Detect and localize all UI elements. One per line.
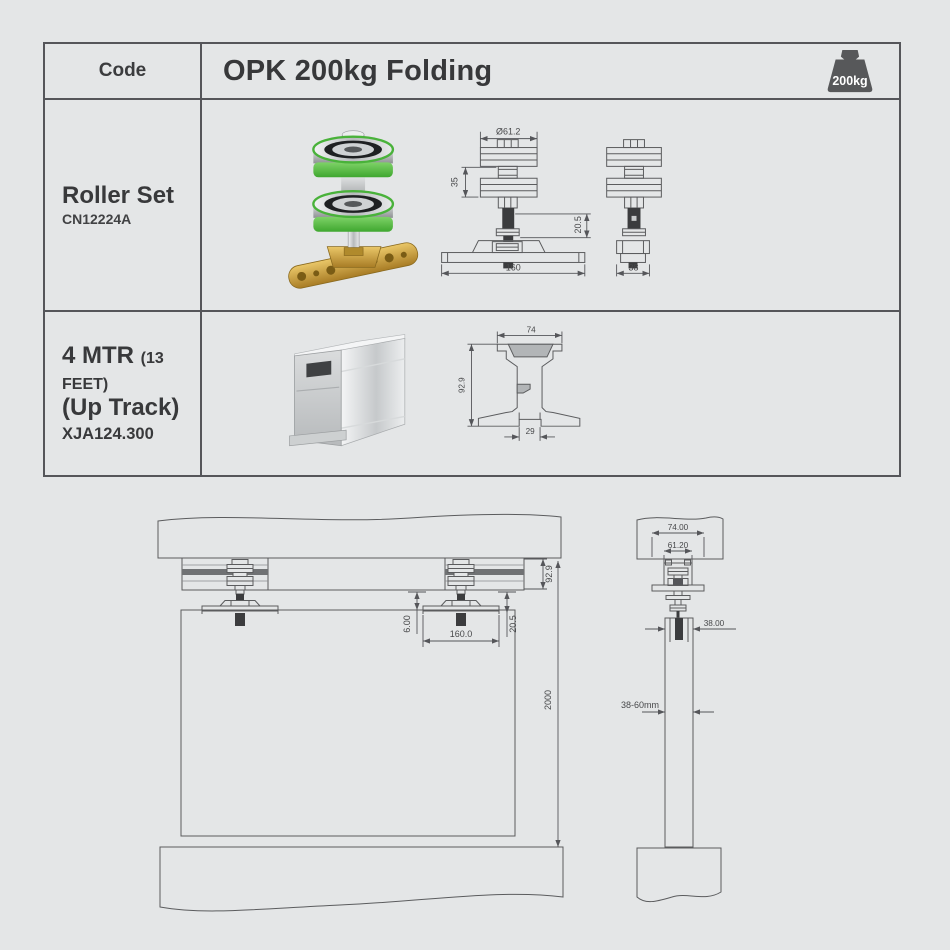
roller-set-part-no: CN12224A: [62, 211, 132, 228]
floor-front: [159, 846, 564, 912]
dim-shaft-drop: 20.5: [573, 216, 583, 233]
front-view-dimensions: 92.9 2000 6.00 160.0 20.5: [402, 558, 561, 847]
track-part-no: XJA124.300: [62, 424, 154, 443]
ceiling-side: [636, 516, 724, 560]
track-photo: [289, 334, 406, 447]
roller-set-figure: Ø61.2 35 20.5: [288, 127, 662, 289]
dim-track-height: 92.9: [457, 377, 466, 393]
door-panel-side: [664, 617, 694, 848]
dim-door-height: 2000: [543, 690, 553, 710]
roller-set-photo: [288, 130, 419, 289]
dim-drop: 20.5: [508, 615, 518, 633]
dim-door-range: 38-60mm: [621, 700, 659, 710]
dim-side-width: 38: [629, 262, 639, 272]
installation-diagram: 92.9 2000 6.00 160.0 20.5 74.00 61.20: [157, 513, 736, 912]
track-label-cell: 4 MTR (13 FEET) (Up Track) XJA124.300: [45, 312, 202, 475]
track-figure: 74 92.9 29: [289, 326, 581, 447]
dim-install-track-width: 74.00: [668, 523, 689, 532]
roller-drawing-front: Ø61.2 35 20.5: [441, 127, 591, 277]
roller-wheel-upper: [312, 130, 395, 178]
roller-assembly-right: [422, 559, 500, 626]
ceiling-front: [157, 513, 562, 559]
roller-wheel-lower: [312, 189, 395, 232]
dim-gap: 6.00: [402, 615, 412, 633]
roller-assembly-left: [201, 559, 279, 626]
installation-side-view: 74.00 61.20: [621, 516, 736, 903]
track-profile-drawing: 74 92.9 29: [457, 326, 581, 441]
side-view-door-dimensions: 38.00 38-60mm: [621, 619, 736, 715]
spec-table: Code OPK 200kg Folding 200kg Roller Set …: [43, 42, 901, 477]
roller-set-name: Roller Set: [62, 181, 175, 209]
dim-wheel-height: 35: [450, 177, 460, 187]
page-title: OPK 200kg Folding: [223, 54, 493, 87]
track-front: [181, 557, 525, 591]
roller-set-content-cell: Ø61.2 35 20.5: [202, 100, 899, 312]
weight-badge-label: 200kg: [832, 74, 867, 88]
roller-set-label-cell: Roller Set CN12224A: [45, 100, 202, 312]
dim-install-plate-length: 160.0: [450, 629, 473, 639]
roller-drawing-side: 38: [606, 139, 662, 277]
floor-side: [636, 847, 722, 903]
track-content-cell: 74 92.9 29: [202, 312, 899, 475]
code-label: Code: [98, 60, 147, 81]
installation-front-view: 92.9 2000 6.00 160.0 20.5: [157, 513, 564, 912]
side-view-top-dimensions: 74.00 61.20: [651, 523, 705, 559]
dim-install-track-height: 92.9: [544, 565, 554, 583]
track-section-side: [651, 558, 705, 592]
dim-diameter: Ø61.2: [496, 127, 520, 137]
dim-install-roller-diameter: 61.20: [668, 541, 689, 550]
track-name-note: (13 FEET): [62, 350, 164, 394]
door-panel-front: [180, 609, 516, 837]
dim-track-width: 74: [527, 326, 537, 335]
dim-plate-length: 160: [506, 262, 521, 272]
track-name: 4 MTR (13 FEET): [62, 342, 164, 394]
weight-icon: 200kg: [827, 49, 873, 93]
track-name-line2: (Up Track): [62, 393, 180, 421]
hanger-side: [665, 590, 691, 618]
title-header-cell: OPK 200kg Folding 200kg: [202, 44, 899, 100]
dim-track-slot: 29: [526, 427, 536, 436]
code-header-cell: Code: [45, 44, 202, 100]
dim-door-thickness: 38.00: [704, 619, 725, 628]
